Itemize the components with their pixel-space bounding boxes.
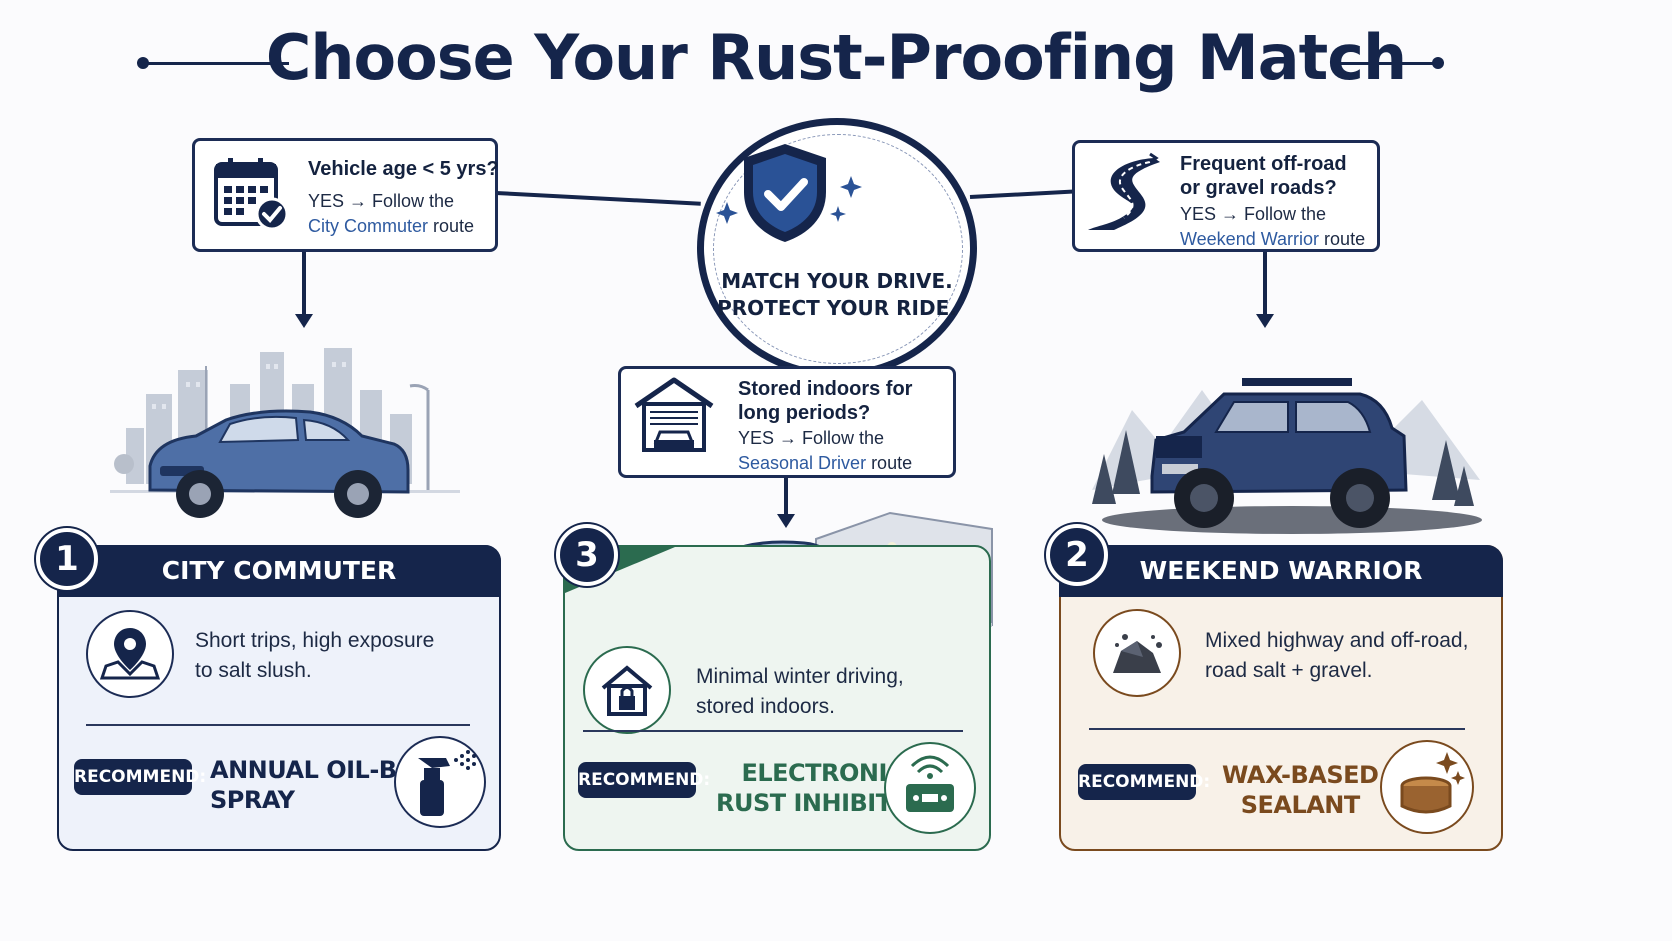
shield-check-icon <box>712 138 882 248</box>
garage-icon <box>632 376 716 456</box>
card-description: Mixed highway and off-road, road salt + … <box>1205 629 1469 682</box>
question-answer: YES → Follow the City Commuter route <box>308 191 475 236</box>
winding-road-icon <box>1084 152 1168 234</box>
card-divider <box>583 730 963 732</box>
question-box-stored-indoors <box>618 366 956 478</box>
card-description: Short trips, high exposure to salt slush… <box>195 629 435 682</box>
page-title: Choose Your Rust-Proofing Match <box>265 21 1407 94</box>
connector-left <box>495 191 701 206</box>
recommend-label: RECOMMEND: <box>74 759 206 795</box>
route-name: Weekend Warrior <box>1180 229 1320 249</box>
center-tagline: MATCH YOUR DRIVE. PROTECT YOUR RIDE. <box>697 268 977 322</box>
step-badge: 2 <box>1046 524 1108 586</box>
title-right-rule <box>1338 62 1438 65</box>
question-title: Vehicle age < 5 yrs? <box>308 158 499 180</box>
card-divider <box>86 724 470 726</box>
calendar-check-icon <box>212 156 292 234</box>
card-heading: CITY COMMUTER <box>57 545 501 597</box>
center-line-2: PROTECT YOUR RIDE. <box>717 296 957 320</box>
card-divider <box>1089 728 1465 730</box>
card-heading <box>563 545 991 597</box>
center-line-1: MATCH YOUR DRIVE. <box>721 269 953 293</box>
spray-bottle-icon <box>394 736 486 828</box>
arrow-left-head <box>295 314 313 328</box>
center-badge-inner-ring <box>713 134 963 364</box>
question-title: Frequent off-road or gravel roads? <box>1180 153 1347 199</box>
question-title: Stored indoors for long periods? <box>738 378 913 424</box>
connector-right <box>969 189 1074 199</box>
arrow-right-head <box>1256 314 1274 328</box>
route-name: City Commuter <box>308 216 429 236</box>
title-right-dot <box>1432 57 1444 69</box>
arrow-right-shaft <box>1263 252 1267 316</box>
question-answer: YES → Follow the Seasonal Driver route <box>738 428 913 473</box>
step-badge: 1 <box>36 528 98 590</box>
electronic-device-icon <box>884 742 976 834</box>
wax-tin-icon <box>1380 740 1474 834</box>
question-answer: YES → Follow the Weekend Warrior route <box>1180 204 1366 249</box>
city-sedan-illustration <box>110 340 470 535</box>
arrow-center-shaft <box>784 478 788 516</box>
rocks-icon <box>1093 609 1181 697</box>
arrow-left-shaft <box>302 252 306 316</box>
recommend-label: RECOMMEND: <box>1078 764 1210 800</box>
title-left-rule <box>143 62 289 65</box>
card-description: Minimal winter driving, stored indoors. <box>696 665 904 718</box>
card-heading: WEEKEND WARRIOR <box>1059 545 1503 597</box>
house-lock-icon <box>583 646 671 734</box>
map-pin-icon <box>86 610 174 698</box>
recommendation: WAX-BASED SEALANT <box>1222 761 1379 819</box>
step-badge: 3 <box>556 524 618 586</box>
offroad-truck-illustration <box>1092 370 1482 540</box>
arrow-center-head <box>777 514 795 528</box>
recommend-label: RECOMMEND: <box>578 762 710 798</box>
route-name: Seasonal Driver <box>738 453 867 473</box>
